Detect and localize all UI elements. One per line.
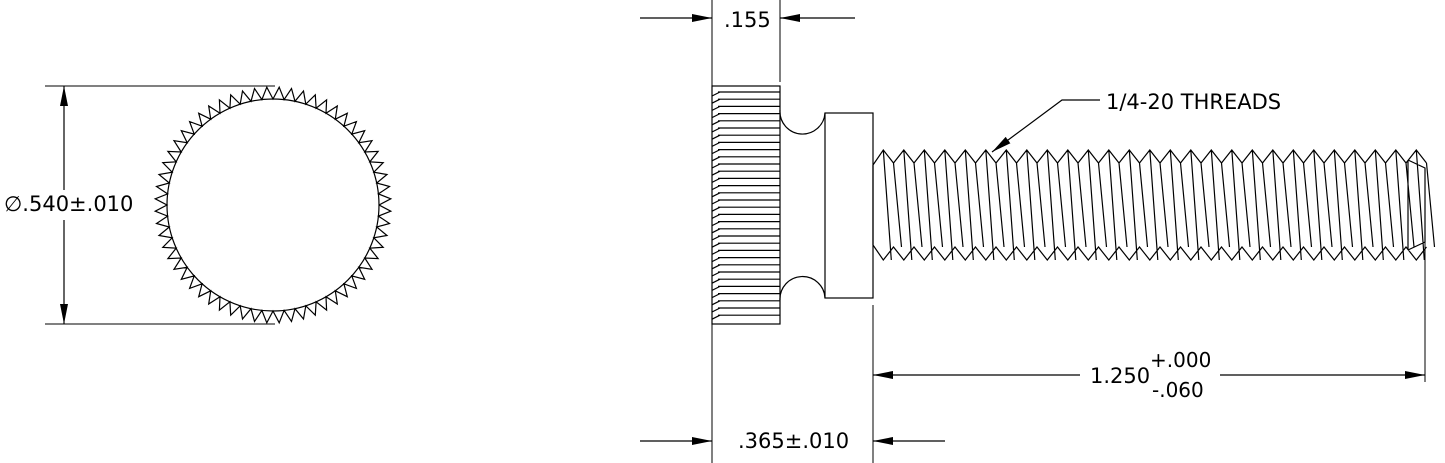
knurl-teeth xyxy=(153,85,393,325)
head-width-dimension: .155 xyxy=(724,8,771,32)
length-dimension: 1.250 xyxy=(1090,364,1151,388)
side-view xyxy=(640,0,1436,463)
neck xyxy=(779,109,826,301)
end-view xyxy=(45,85,393,325)
thread-callout: 1/4-20 THREADS xyxy=(1106,90,1282,114)
knurled-head xyxy=(711,85,781,325)
length-tolerance-plus: +.000 xyxy=(1150,348,1212,372)
head-total-dimension: .365±.010 xyxy=(738,429,850,453)
knurl-lines xyxy=(711,91,780,320)
collar xyxy=(824,112,874,299)
length-tolerance-minus: -.060 xyxy=(1152,378,1204,402)
diameter-dimension: ∅.540±.010 xyxy=(4,192,134,216)
leader-line xyxy=(991,99,1100,153)
head-circle xyxy=(166,98,380,312)
thread-body xyxy=(872,148,1436,262)
